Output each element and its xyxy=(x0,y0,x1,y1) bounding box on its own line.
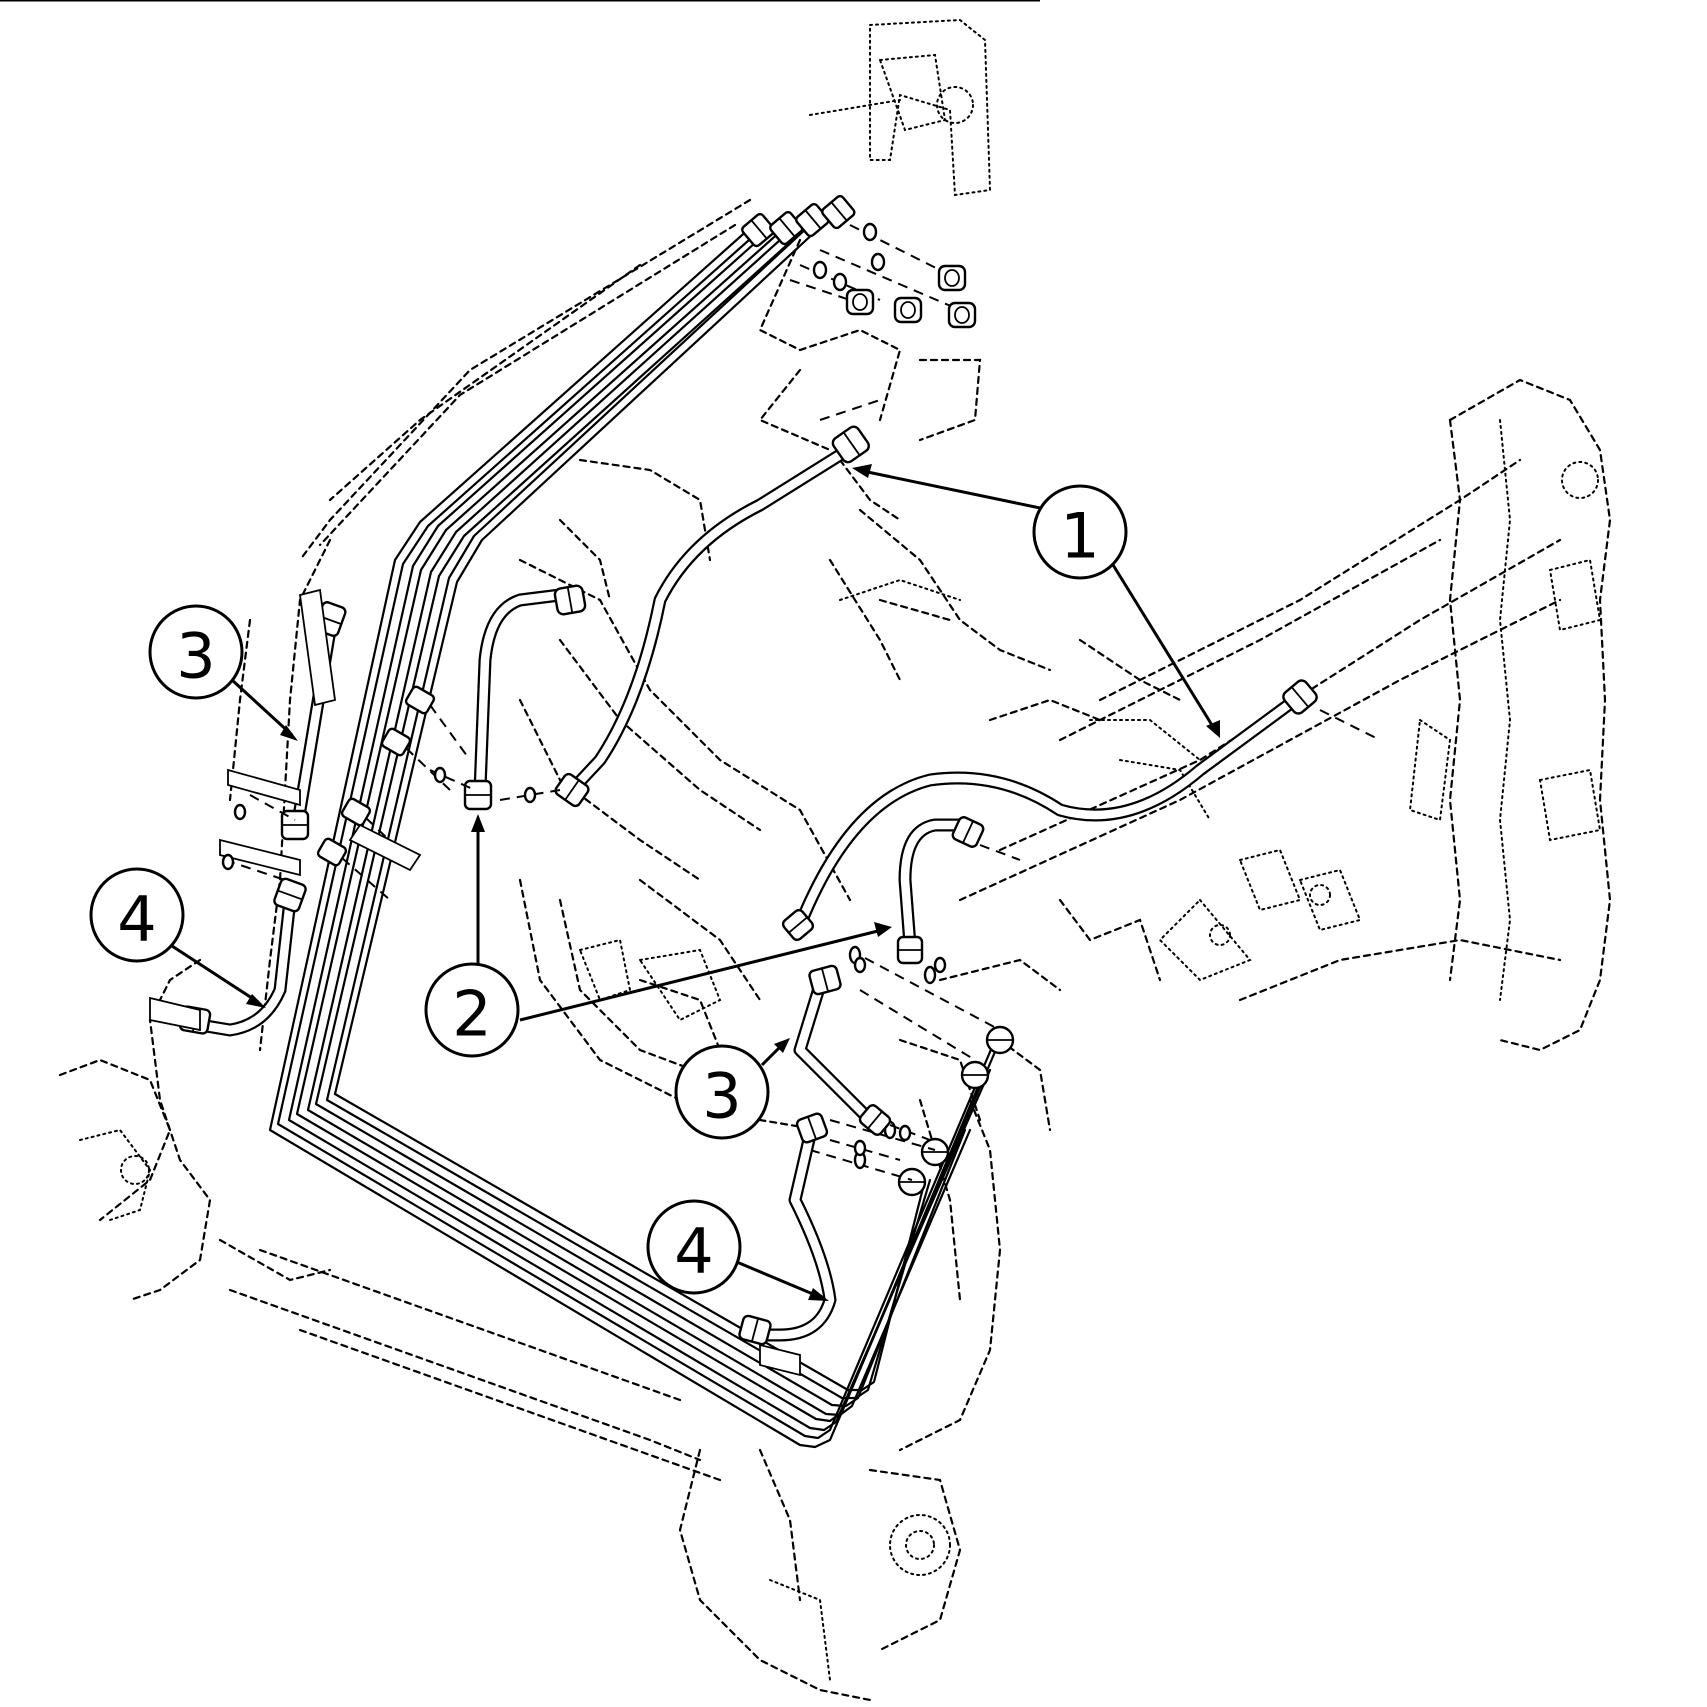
leader-lines xyxy=(0,0,1220,1301)
callout-4-right-label: 4 xyxy=(674,1215,713,1288)
callout-3-right: 3 xyxy=(674,1044,770,1140)
callout-1: 1 xyxy=(1032,484,1128,580)
callout-2-label: 2 xyxy=(452,978,491,1051)
hose-1-lower xyxy=(781,679,1381,942)
hose-1-upper xyxy=(554,399,881,808)
callout-1-label: 1 xyxy=(1060,500,1099,573)
lower-tube-fittings xyxy=(809,945,1015,1197)
callout-3-right-label: 3 xyxy=(702,1060,741,1133)
hose-4-left xyxy=(149,838,307,1037)
callout-4-left-label: 4 xyxy=(117,883,156,956)
callout-4-left: 4 xyxy=(89,867,185,963)
callout-4-right: 4 xyxy=(646,1199,742,1295)
hose-2-upper xyxy=(429,584,587,811)
left-tube-fittings xyxy=(316,685,471,901)
hose-2-lower xyxy=(853,816,1021,974)
callout-3-left: 3 xyxy=(148,604,244,700)
hose-3-left xyxy=(227,588,347,841)
callout-3-left-label: 3 xyxy=(176,620,215,693)
hose-4-right xyxy=(738,1112,901,1377)
callout-2: 2 xyxy=(424,962,520,1058)
loader-frame-phantom xyxy=(58,18,1612,1702)
hose-3-right xyxy=(793,964,931,1142)
upper-tube-fittings xyxy=(741,194,977,329)
rigid-tube-bundle xyxy=(268,212,1002,1449)
